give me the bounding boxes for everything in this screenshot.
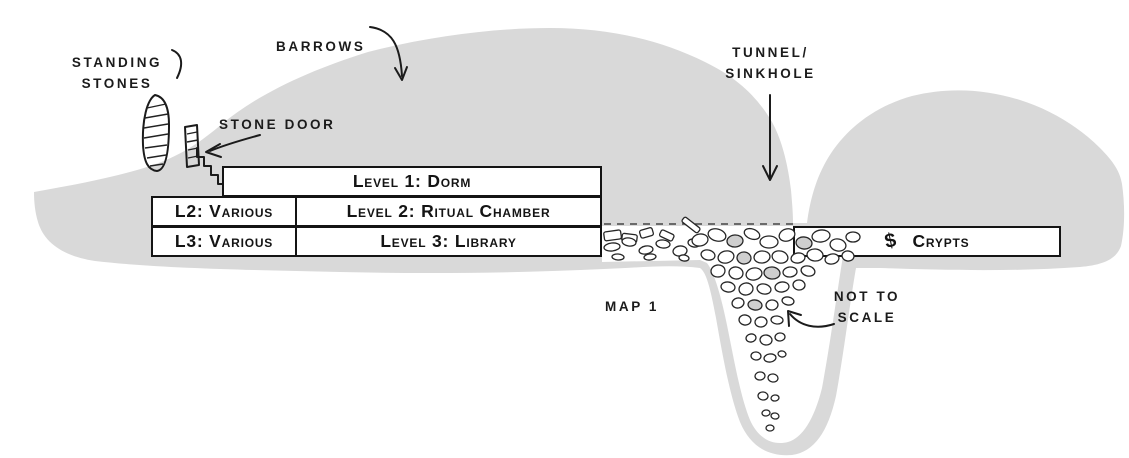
level-3-side-label: L3: Various <box>174 231 274 251</box>
crypts-label: Crypts <box>912 231 970 251</box>
stairs-drawing <box>196 147 225 195</box>
not-to-scale-label: NOT TO SCALE <box>833 289 901 325</box>
level-2-side-label: L2: Various <box>174 201 274 221</box>
tunnel-arrow <box>762 94 778 181</box>
level-1-box: Level 1: Dorm <box>222 166 602 197</box>
barrows-arrow <box>369 26 408 81</box>
stone-door-arrow <box>205 134 261 158</box>
level-2-box: Level 2: Ritual Chamber <box>295 196 602 227</box>
level-2-side-box: L2: Various <box>151 196 297 227</box>
level-3-side-box: L3: Various <box>151 226 297 257</box>
level-2-label: Level 2: Ritual Chamber <box>346 201 551 221</box>
level-3-label: Level 3: Library <box>380 231 517 251</box>
stone-door-label: STONE DOOR <box>219 117 336 132</box>
dollar-symbol: $ <box>882 229 899 254</box>
crypts-box: $ Crypts <box>793 226 1061 257</box>
barrows-label: BARROWS <box>276 39 366 54</box>
tunnel-sinkhole-label: TUNNEL/ SINKHOLE <box>725 45 816 81</box>
level-3-box: Level 3: Library <box>295 226 602 257</box>
standing-stones-drawing <box>141 94 200 172</box>
level-1-label: Level 1: Dorm <box>352 171 472 191</box>
sinkhole-funnel <box>602 226 848 444</box>
map-1-label: MAP 1 <box>605 299 660 314</box>
standing-stones-label: STANDING STONES <box>71 55 163 91</box>
